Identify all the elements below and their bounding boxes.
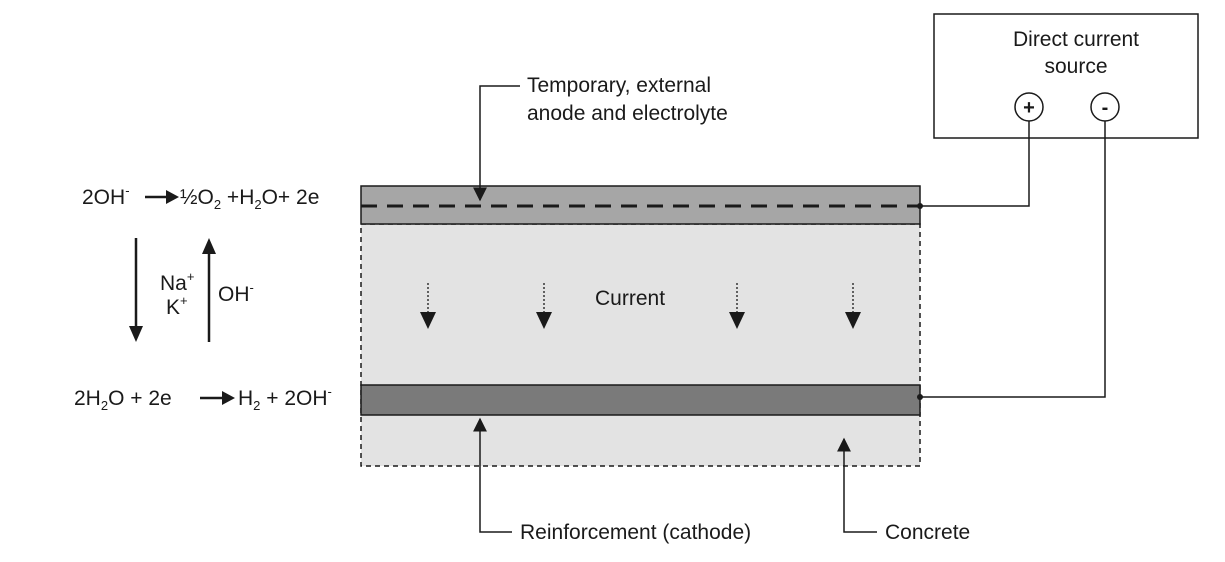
svg-text:2OH-: 2OH- xyxy=(82,183,130,209)
ion-migration: Na+ K+ OH- xyxy=(129,238,254,342)
concrete-callout-line xyxy=(837,437,877,533)
potassium-ion-label: K xyxy=(166,296,180,319)
svg-text:K+: K+ xyxy=(166,293,188,319)
current-arrowhead xyxy=(845,312,861,329)
anode-reaction: 2OH- ½O2 +H2O+ 2e xyxy=(82,183,319,212)
reinforcement-bar xyxy=(360,384,921,416)
current-arrowhead xyxy=(420,312,436,329)
cathode-product-h-sub: 2 xyxy=(253,398,260,413)
dc-source-box xyxy=(933,13,1199,139)
anode-reaction-arrowhead xyxy=(166,190,179,204)
concrete-body xyxy=(360,223,921,467)
svg-text:2H2O + 2e: 2H2O + 2e xyxy=(74,387,172,413)
concrete-label: Concrete xyxy=(885,521,970,544)
anode-connection-dot xyxy=(917,203,923,209)
dc-source-title-line2: source xyxy=(1044,55,1107,78)
cathode-reactant-sub: 2 xyxy=(101,398,108,413)
cathode-reactant-rest: O + 2e xyxy=(108,387,172,410)
current-arrows xyxy=(420,283,861,329)
cathode-product-oh-charge: - xyxy=(328,384,332,399)
hydroxide-ion-charge: - xyxy=(250,280,254,295)
svg-text:Na+: Na+ xyxy=(160,269,194,295)
anode-product-water: +H xyxy=(221,186,254,209)
anode-product-oxygen-sub: 2 xyxy=(214,197,221,212)
anode-reactant-charge: - xyxy=(125,183,129,198)
anode-product-water-sub: 2 xyxy=(254,197,261,212)
svg-text:H2 + 2OH-: H2 + 2OH- xyxy=(238,384,332,413)
sodium-ion-label: Na xyxy=(160,272,187,295)
sodium-ion-charge: + xyxy=(187,269,195,284)
cathode-product-oh: + 2OH xyxy=(260,387,327,410)
anode-reactant: 2OH xyxy=(82,186,125,209)
cathode-reaction: 2H2O + 2e H2 + 2OH- xyxy=(74,384,332,413)
anode-label-line2: anode and electrolyte xyxy=(527,102,728,125)
anode-product-oxygen: ½O xyxy=(180,186,214,209)
current-label: Current xyxy=(595,287,665,310)
svg-text:OH-: OH- xyxy=(218,280,254,306)
positive-terminal-label: + xyxy=(1023,97,1035,119)
hydroxide-ion-label: OH xyxy=(218,283,250,306)
wires xyxy=(920,121,1106,398)
cathode-product-h: H xyxy=(238,387,253,410)
anode-product-rest: O+ 2e xyxy=(262,186,320,209)
potassium-ion-charge: + xyxy=(180,293,188,308)
cation-migration-arrowhead xyxy=(129,326,143,342)
cathode-connection-dot xyxy=(917,394,923,400)
negative-terminal-label: - xyxy=(1102,97,1109,119)
reinforcement-callout-line xyxy=(473,417,512,533)
hydroxide-migration-arrowhead xyxy=(202,238,216,254)
current-arrowhead xyxy=(729,312,745,329)
current-arrowhead xyxy=(536,312,552,329)
svg-text:½O2 +H2O+ 2e: ½O2 +H2O+ 2e xyxy=(180,186,319,212)
anode-callout-line xyxy=(473,85,520,202)
cathode-reactant-h: 2H xyxy=(74,387,101,410)
anode-label-line1: Temporary, external xyxy=(527,74,711,97)
cathode-reaction-arrowhead xyxy=(222,391,235,405)
reinforcement-label: Reinforcement (cathode) xyxy=(520,521,751,544)
positive-wire xyxy=(920,121,1030,207)
dc-source-title-line1: Direct current xyxy=(1013,28,1139,51)
negative-wire xyxy=(920,121,1106,398)
